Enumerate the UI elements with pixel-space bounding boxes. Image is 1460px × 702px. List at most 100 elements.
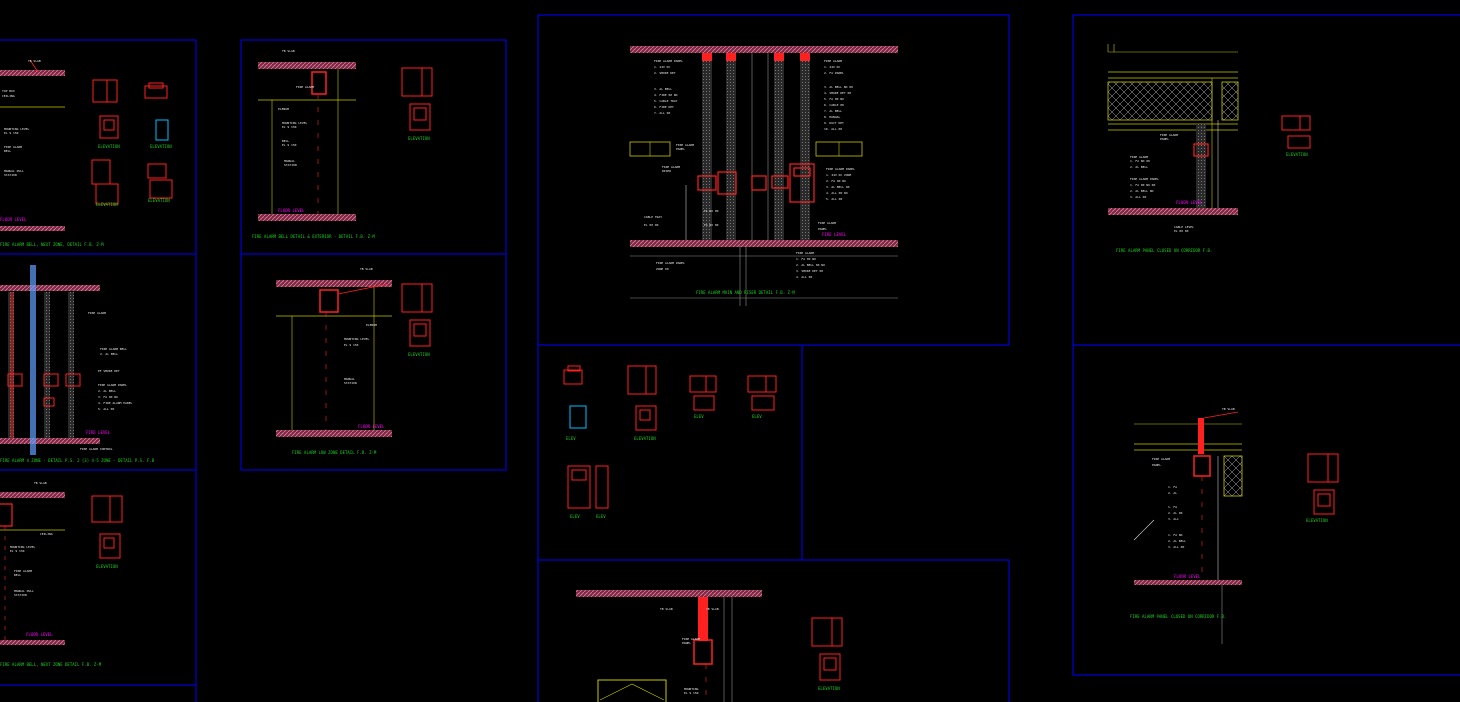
svg-text:MANUAL: MANUAL <box>344 377 355 381</box>
svg-text:5. ALL 00: 5. ALL 00 <box>98 407 114 411</box>
svg-text:3. AL BELL: 3. AL BELL <box>654 87 672 91</box>
svg-text:FLOOR LEVEL: FLOOR LEVEL <box>0 217 27 222</box>
svg-text:3. AL BELL NO 00: 3. AL BELL NO 00 <box>824 85 853 89</box>
svg-text:5. ALL 00: 5. ALL 00 <box>826 197 842 201</box>
viewport-g[interactable] <box>537 344 803 561</box>
svg-text:FIRE ALARM CONTROL: FIRE ALARM CONTROL <box>80 447 113 451</box>
viewport-h[interactable] <box>537 559 1010 702</box>
svg-text:10. ALL 00: 10. ALL 00 <box>824 127 842 131</box>
svg-text:ELEVATION: ELEVATION <box>634 436 656 441</box>
svg-text:ELEV: ELEV <box>694 414 704 419</box>
viewport-c2[interactable] <box>0 684 197 702</box>
svg-text:1. 24V DC: 1. 24V DC <box>824 65 840 69</box>
svg-text:FIRE ALARM PANEL CLOSED ON COR: FIRE ALARM PANEL CLOSED ON CORRIDOR F.B. <box>1116 248 1212 253</box>
svg-text:6. FIRE DET: 6. FIRE DET <box>654 105 674 109</box>
svg-text:CEILING: CEILING <box>40 532 53 536</box>
svg-text:FA NO 00: FA NO 00 <box>704 223 719 227</box>
viewport-e[interactable] <box>240 253 507 471</box>
viewport-d[interactable] <box>240 39 507 255</box>
svg-text:7. AL BELL: 7. AL BELL <box>824 109 842 113</box>
svg-text:FIRE ALARM: FIRE ALARM <box>676 143 694 147</box>
svg-text:4. FIRE ALARM PANEL: 4. FIRE ALARM PANEL <box>98 401 133 405</box>
svg-text:FIRE ALARM BELL: FIRE ALARM BELL <box>100 347 127 351</box>
svg-text:FIRE ALARM: FIRE ALARM <box>14 569 32 573</box>
svg-text:FIRE ALARM PANEL: FIRE ALARM PANEL <box>1130 177 1159 181</box>
viewport-j[interactable] <box>1072 344 1460 676</box>
svg-text:2. AL BELL: 2. AL BELL <box>100 352 118 356</box>
svg-text:1. FA 00 NO 00: 1. FA 00 NO 00 <box>1130 183 1155 187</box>
svg-text:PANEL: PANEL <box>818 227 827 231</box>
svg-text:FLOOR LEVEL: FLOOR LEVEL <box>26 632 53 637</box>
svg-text:FIRE ALARM: FIRE ALARM <box>796 251 814 255</box>
svg-text:4. FIRE 00 NO: 4. FIRE 00 NO <box>654 93 678 97</box>
svg-text:ELEVATION: ELEVATION <box>408 352 430 357</box>
svg-text:FIRE ALARM: FIRE ALARM <box>4 145 22 149</box>
viewport-f[interactable] <box>537 14 1010 346</box>
svg-text:MANUAL PULL: MANUAL PULL <box>14 589 34 593</box>
svg-text:2. AL BELL: 2. AL BELL <box>1130 165 1148 169</box>
svg-text:3. ALL: 3. ALL <box>1168 517 1179 521</box>
svg-text:STATION: STATION <box>344 381 357 385</box>
svg-text:TB SLAB: TB SLAB <box>1222 407 1235 411</box>
viewport-c[interactable] <box>0 469 197 686</box>
svg-text:4. SMOKE DET 00: 4. SMOKE DET 00 <box>824 91 851 95</box>
svg-text:MOUNTING LEVEL: MOUNTING LEVEL <box>282 121 307 125</box>
svg-text:MANUAL PULL: MANUAL PULL <box>4 169 24 173</box>
svg-text:FIRE ALARM PANEL: FIRE ALARM PANEL <box>98 383 127 387</box>
svg-text:3. FA 00 NO: 3. FA 00 NO <box>98 395 118 399</box>
svg-text:EF SMOKE DET: EF SMOKE DET <box>98 369 120 373</box>
svg-text:FIRE ALARM: FIRE ALARM <box>682 637 700 641</box>
svg-text:RISER: RISER <box>662 169 671 173</box>
svg-text:TB SLAB: TB SLAB <box>34 481 47 485</box>
svg-text:9. DUCT DET: 9. DUCT DET <box>824 121 844 125</box>
svg-text:FLOOR LEVEL: FLOOR LEVEL <box>278 208 305 213</box>
detail-a-caption: FIRE ALARM BELL, NEXT ZONE, DETAIL F.B. … <box>0 242 104 247</box>
svg-text:4. ALL 00: 4. ALL 00 <box>796 275 812 279</box>
svg-text:FIRE ALARM PANEL: FIRE ALARM PANEL <box>826 167 855 171</box>
svg-text:2. AL BELL NO: 2. AL BELL NO <box>1130 189 1154 193</box>
svg-text:PLENUM: PLENUM <box>366 323 377 327</box>
svg-text:5. CABLE TRAY: 5. CABLE TRAY <box>654 99 678 103</box>
viewport-frames <box>0 14 1460 702</box>
svg-text:ELEV: ELEV <box>752 414 762 419</box>
svg-text:ELEV: ELEV <box>570 514 580 519</box>
svg-text:ELEVATION: ELEVATION <box>1306 518 1328 523</box>
svg-text:FIRE ALARM: FIRE ALARM <box>296 85 314 89</box>
svg-text:3. ALL 00: 3. ALL 00 <box>1168 545 1184 549</box>
svg-text:FIRE ALARM PANEL: FIRE ALARM PANEL <box>656 261 685 265</box>
svg-text:EL 9 150: EL 9 150 <box>4 131 19 135</box>
svg-text:ELEVATION: ELEVATION <box>408 136 430 141</box>
svg-text:ELEV: ELEV <box>596 514 606 519</box>
svg-text:CABLE TRAY: CABLE TRAY <box>644 215 662 219</box>
svg-text:2. AL BELL: 2. AL BELL <box>98 389 116 393</box>
svg-text:ELEVATION: ELEVATION <box>150 144 172 149</box>
svg-text:FIRE ALARM: FIRE ALARM <box>1160 133 1178 137</box>
svg-text:FIRE ALARM MAIN AND RISER DETA: FIRE ALARM MAIN AND RISER DETAIL F.B. Z-… <box>696 290 795 295</box>
svg-text:PANEL: PANEL <box>1160 137 1169 141</box>
svg-text:3. ALL 00: 3. ALL 00 <box>1130 195 1146 199</box>
svg-text:5. FA 00 NO: 5. FA 00 NO <box>824 97 844 101</box>
svg-text:CEILING: CEILING <box>2 94 15 98</box>
svg-text:FIRE ALARM 4 ZONE - DETAIL P.S: FIRE ALARM 4 ZONE - DETAIL P.S. 2 (3) 4-… <box>0 458 155 463</box>
svg-text:MANUAL: MANUAL <box>284 159 295 163</box>
svg-text:TB SLAB: TB SLAB <box>706 607 719 611</box>
svg-text:TB SLAB: TB SLAB <box>282 49 295 53</box>
svg-text:FIRE ALARM: FIRE ALARM <box>662 165 680 169</box>
svg-text:FIRE ALARM: FIRE ALARM <box>824 59 842 63</box>
svg-text:6. CABLE 00: 6. CABLE 00 <box>824 103 844 107</box>
svg-text:8. MANUAL: 8. MANUAL <box>824 115 840 119</box>
svg-text:PANEL: PANEL <box>1152 463 1161 467</box>
svg-text:1. FA: 1. FA <box>1168 485 1177 489</box>
svg-text:2. AL: 2. AL <box>1168 491 1177 495</box>
svg-text:FIRE ALARM PANEL: FIRE ALARM PANEL <box>654 59 683 63</box>
svg-text:3. AL BELL 00: 3. AL BELL 00 <box>826 185 850 189</box>
svg-text:ELEVATION: ELEVATION <box>1286 152 1308 157</box>
svg-text:EL 00 00: EL 00 00 <box>1174 229 1189 233</box>
svg-text:ELEV: ELEV <box>566 436 576 441</box>
svg-text:TB SLAB: TB SLAB <box>660 607 673 611</box>
svg-text:FIRE ALARM BELL DETAIL & EXTER: FIRE ALARM BELL DETAIL & EXTERIOR - DETA… <box>252 234 375 239</box>
